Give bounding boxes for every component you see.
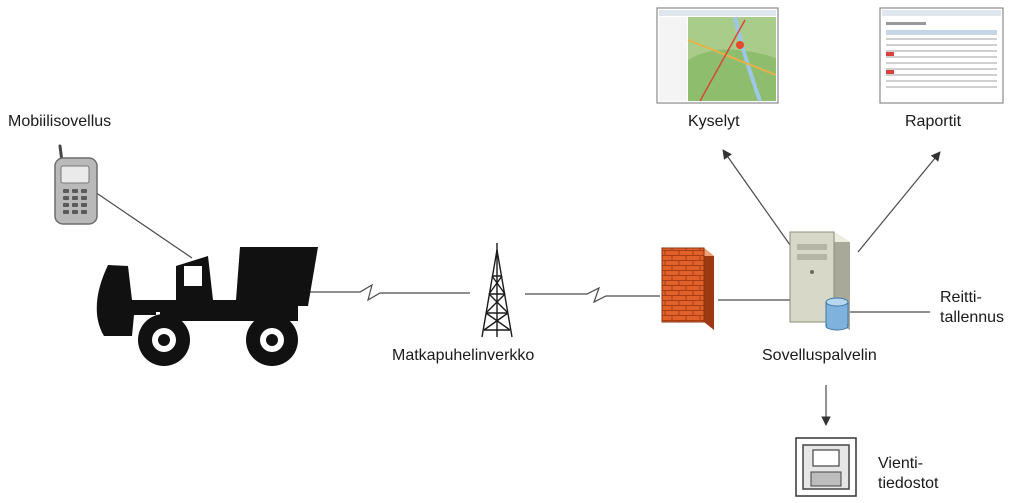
queries-label: Kyselyt [688, 113, 740, 130]
report-screenshot-icon [879, 7, 1004, 104]
export-files-label-line2: tiedostot [878, 475, 939, 492]
reports-label: Raportit [905, 113, 962, 130]
cellular-network-label: Matkapuhelinverkko [392, 347, 535, 364]
firewall-icon [661, 247, 714, 330]
server-to-reports-arrow [857, 151, 941, 253]
export-files-label-line1: Vienti- [878, 455, 924, 472]
mobile-phone-icon [54, 144, 98, 225]
mobile-app-label: Mobiilisovellus [8, 113, 112, 130]
snowplow-truck-icon [96, 247, 318, 366]
app-server-label: Sovelluspalvelin [762, 347, 877, 364]
cell-tower-icon [481, 243, 513, 338]
route-storage-label-line1: Reitti- [940, 289, 982, 306]
truck-to-tower-radio-link [282, 283, 470, 302]
route-storage-label-line2: tallennus [940, 309, 1005, 326]
server-to-queries-arrow [722, 149, 796, 253]
database-icon [825, 297, 849, 331]
tower-to-firewall-radio-link [525, 286, 660, 304]
floppy-disk-icon [795, 437, 857, 497]
map-screenshot-icon [656, 7, 779, 104]
connection-lines [94, 149, 941, 426]
phone-to-truck-line [94, 191, 193, 259]
